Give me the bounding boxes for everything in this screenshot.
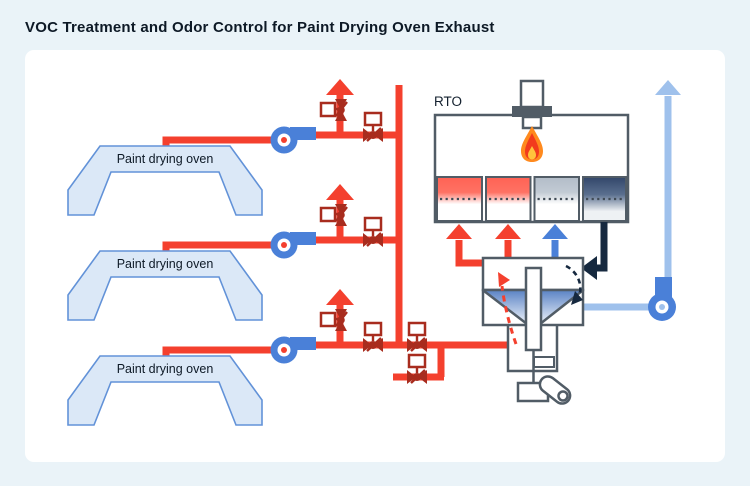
shaft-coupling: [533, 356, 555, 368]
clean-air-return: [583, 80, 681, 321]
exhaust-branch-3: Paint drying oven: [67, 289, 402, 426]
rto-label: RTO: [434, 94, 462, 109]
bypass-valve: [407, 353, 427, 384]
rotary-distributor: [481, 256, 585, 405]
paint-drying-oven: [67, 145, 263, 216]
vent-valve: [319, 309, 348, 331]
hot-inlet-arrow-2: [495, 224, 521, 239]
vent-arrow-icon: [326, 289, 354, 305]
oven-label: Paint drying oven: [117, 362, 214, 376]
purge-air-arrow: [542, 224, 568, 239]
hot-inlet-pipe-1: [455, 240, 483, 267]
exhaust-fan-icon: [270, 126, 316, 154]
vent-valve: [319, 204, 348, 226]
rto-unit: RTO: [433, 79, 630, 224]
exhaust-fan-icon: [270, 336, 316, 364]
exhaust-branch-1: Paint drying oven: [67, 79, 402, 216]
hot-inlet-arrow-1: [446, 224, 472, 239]
page-title: VOC Treatment and Odor Control for Paint…: [25, 19, 495, 36]
burner-icon: [512, 79, 552, 130]
exhaust-fan-icon: [270, 231, 316, 259]
crank-hole: [557, 390, 569, 402]
oven-label: Paint drying oven: [117, 257, 214, 271]
duct-valve: [363, 321, 383, 352]
distributor-shaft: [524, 266, 543, 352]
flame-icon: [521, 126, 543, 162]
rotation-arrow-red: [500, 285, 518, 345]
hot-outlet-pipe: [597, 222, 608, 272]
rotation-arrow-navy-head: [571, 291, 583, 305]
exhaust-branch-2: Paint drying oven: [67, 184, 402, 321]
paint-drying-oven: [67, 355, 263, 426]
oven-label: Paint drying oven: [117, 152, 214, 166]
rotation-arrow-red-head: [498, 272, 510, 287]
rotation-arrow-navy: [565, 264, 582, 300]
duct-valve: [363, 111, 383, 142]
duct-valve: [363, 216, 383, 247]
paint-drying-oven: [67, 250, 263, 321]
drive-motor-icon: [516, 375, 572, 405]
hot-outlet-arrow: [581, 256, 597, 280]
vent-arrow-icon: [326, 79, 354, 95]
vent-valve: [319, 99, 348, 121]
feed-valve: [407, 321, 427, 352]
exhaust-stack-arrow: [655, 80, 681, 95]
vent-arrow-icon: [326, 184, 354, 200]
return-blower-icon: [648, 277, 676, 321]
